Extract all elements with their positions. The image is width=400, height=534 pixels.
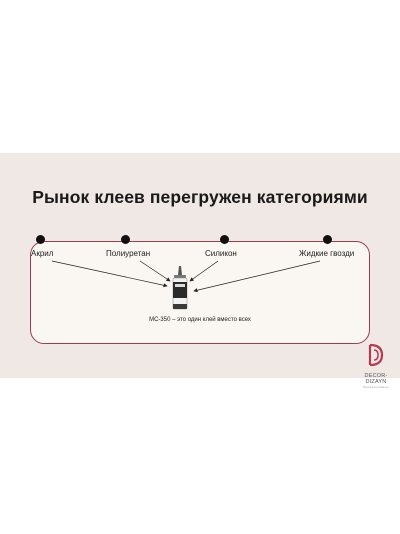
- sealant-tube-icon: [172, 266, 188, 310]
- bullet-dot: [121, 235, 130, 244]
- category-panel: [30, 241, 370, 344]
- logo-name: DECOR-DIZAYN: [364, 373, 388, 385]
- arrow-acrylic: [51, 260, 168, 288]
- category-label-acrylic: Акрил: [31, 249, 54, 258]
- bullet-dot: [36, 235, 45, 244]
- bullet-dot: [323, 235, 332, 244]
- arrows-diagram: [51, 260, 321, 310]
- category-label-silicone: Силикон: [205, 249, 237, 258]
- slide: Рынок клеев перегружен категориями Акрил…: [0, 153, 400, 389]
- brand-logo: DECOR-DIZAYN Профессионалы: [356, 343, 396, 389]
- product-caption: MC-350 – это один клей вместо всех: [149, 317, 251, 323]
- arrow-polyurethane: [139, 260, 171, 282]
- category-label-liquid-nails: Жидкие гвозди: [299, 249, 355, 258]
- bullet-dot: [220, 235, 229, 244]
- category-label-polyurethane: Полиуретан: [106, 249, 151, 258]
- arrow-silicone: [189, 260, 219, 282]
- arrow-liquid-nails: [193, 260, 321, 293]
- logo-subtitle: Профессионалы: [363, 385, 389, 389]
- decor-dizayn-logo-icon: [368, 343, 384, 367]
- slide-title: Рынок клеев перегружен категориями: [32, 187, 368, 207]
